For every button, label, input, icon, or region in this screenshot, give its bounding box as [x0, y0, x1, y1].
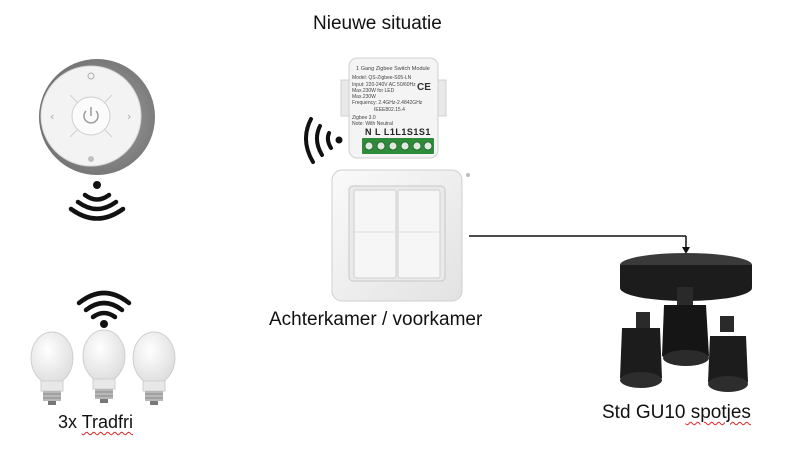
module-note: Note: With Neutral [352, 121, 393, 128]
bulbs-count: 3x [58, 412, 82, 432]
module-frequency: Frequency: 2.4GHz-2.4842GHz [352, 100, 423, 107]
svg-text:‹: ‹ [50, 110, 54, 123]
tradfri-remote-icon: ‹ › [39, 59, 155, 175]
spots-type: GU10 [635, 402, 686, 423]
bulbs-name: Tradfri [81, 412, 134, 432]
bulbs-label: 3x Tradfri [58, 412, 133, 433]
module-ce-mark: CE [417, 82, 431, 93]
module-max-load: Max.230W for LED [352, 87, 395, 94]
svg-text:›: › [127, 110, 131, 123]
spots-name: spotjes [685, 402, 751, 423]
module-wireless-signal-icon [304, 117, 343, 164]
module-max-load-2: Max.230W [352, 94, 376, 101]
page-title: Nieuwe situatie [313, 13, 442, 34]
spots-prefix: Std [602, 402, 636, 423]
module-terminal-labels: N L L1L1S1S1 [365, 127, 431, 137]
double-wall-switch-icon [331, 169, 470, 302]
module-label: 1 Gang Zigbee Switch Module Model: QS-Zi… [352, 66, 434, 128]
led-bulb-icon-1 [30, 331, 74, 405]
module-zigbee: Zigbee 3.0 [352, 115, 376, 122]
three-spot-ceiling-lamp-icon [620, 253, 752, 392]
wiring-connection-arrow [469, 235, 690, 254]
bulbs-wireless-signal-icon [76, 290, 132, 328]
zigbee-switch-module [340, 57, 447, 159]
spots-label: Std GU10 spotjes [602, 402, 751, 424]
module-heading: 1 Gang Zigbee Switch Module [356, 66, 430, 72]
module-model: Model: QS-Zigbee-S05-LN [352, 75, 412, 82]
led-bulb-icon-3 [132, 331, 176, 405]
remote-wireless-signal-icon [68, 181, 126, 221]
led-bulb-icon-2 [82, 329, 126, 403]
switch-label: Achterkamer / voorkamer [269, 309, 483, 330]
module-input: Input: 220-240V AC 50/60Hz [352, 81, 416, 88]
module-ieee: IEEE802.15.4 [374, 106, 405, 113]
